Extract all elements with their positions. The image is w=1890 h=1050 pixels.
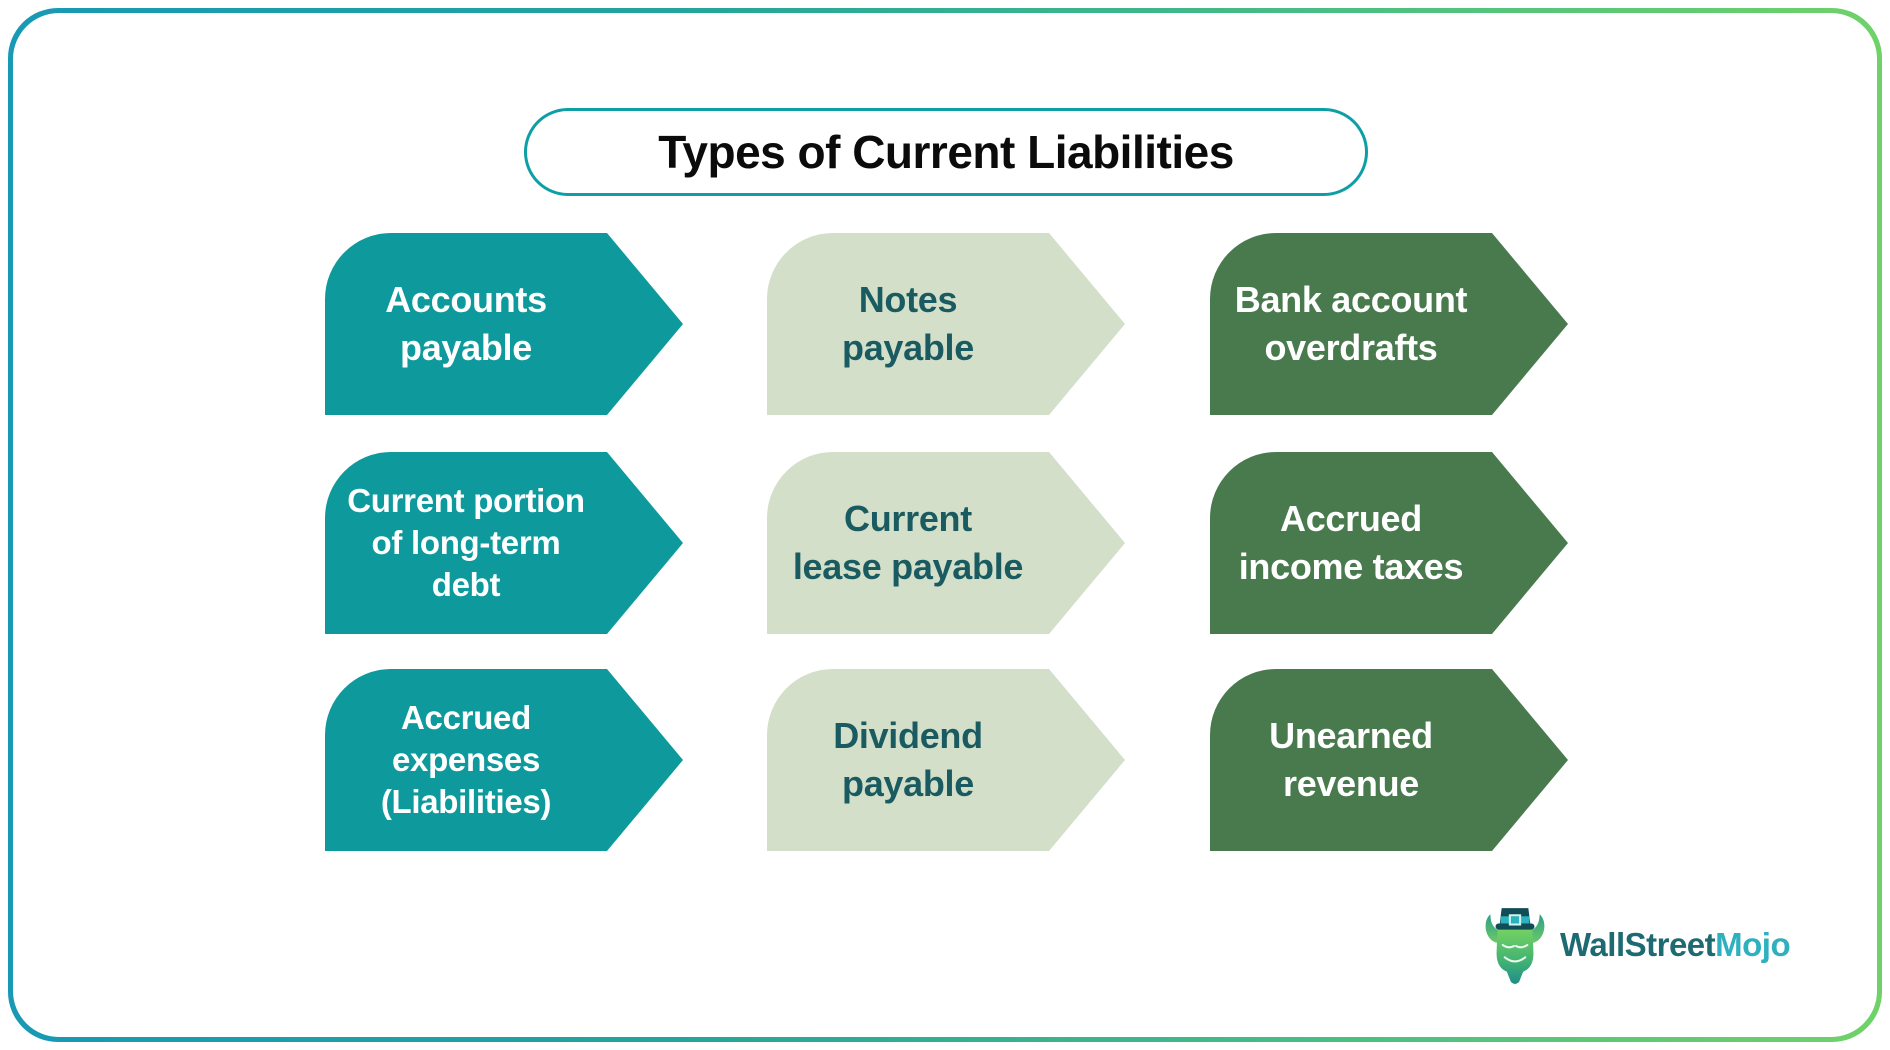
arrow-label: Accounts payable [385,279,547,368]
arrow-label: Notes payable [842,279,974,368]
arrow-bank-account-overdrafts: Bank account overdrafts [1210,233,1568,415]
arrow-label: Current lease payable [792,498,1024,587]
arrow-label: Accrued income taxes [1238,498,1464,587]
arrow-notes-payable: Notes payable [767,233,1125,415]
arrow-label: Accrued expenses (Liabilities) [380,698,552,821]
logo-wallstreet-text: WallStreet [1560,926,1716,963]
arrow-accrued-expenses-liabilities: Accrued expenses (Liabilities) [325,669,683,851]
arrow-label: Unearned revenue [1269,715,1433,804]
arrow-label: Current portion of long-term debt [347,481,585,604]
page-title: Types of Current Liabilities [524,108,1368,196]
arrow-accrued-income-taxes: Accrued income taxes [1210,452,1568,634]
bull-mascot-icon [1485,908,1545,984]
wallstreetmojo-logo: WallStreetMojo [1482,903,1791,987]
logo-wordmark: WallStreetMojo [1560,926,1791,964]
arrow-unearned-revenue: Unearned revenue [1210,669,1568,851]
arrow-dividend-payable: Dividend payable [767,669,1125,851]
arrow-label: Dividend payable [833,715,983,804]
arrow-label: Bank account overdrafts [1234,279,1468,368]
page-title-label: Types of Current Liabilities [658,126,1234,178]
arrow-accounts-payable: Accounts payable [325,233,683,415]
arrow-current-portion-long-term-debt: Current portion of long-term debt [325,452,683,634]
logo-mojo-text: Mojo [1715,926,1791,963]
arrow-current-lease-payable: Current lease payable [767,452,1125,634]
